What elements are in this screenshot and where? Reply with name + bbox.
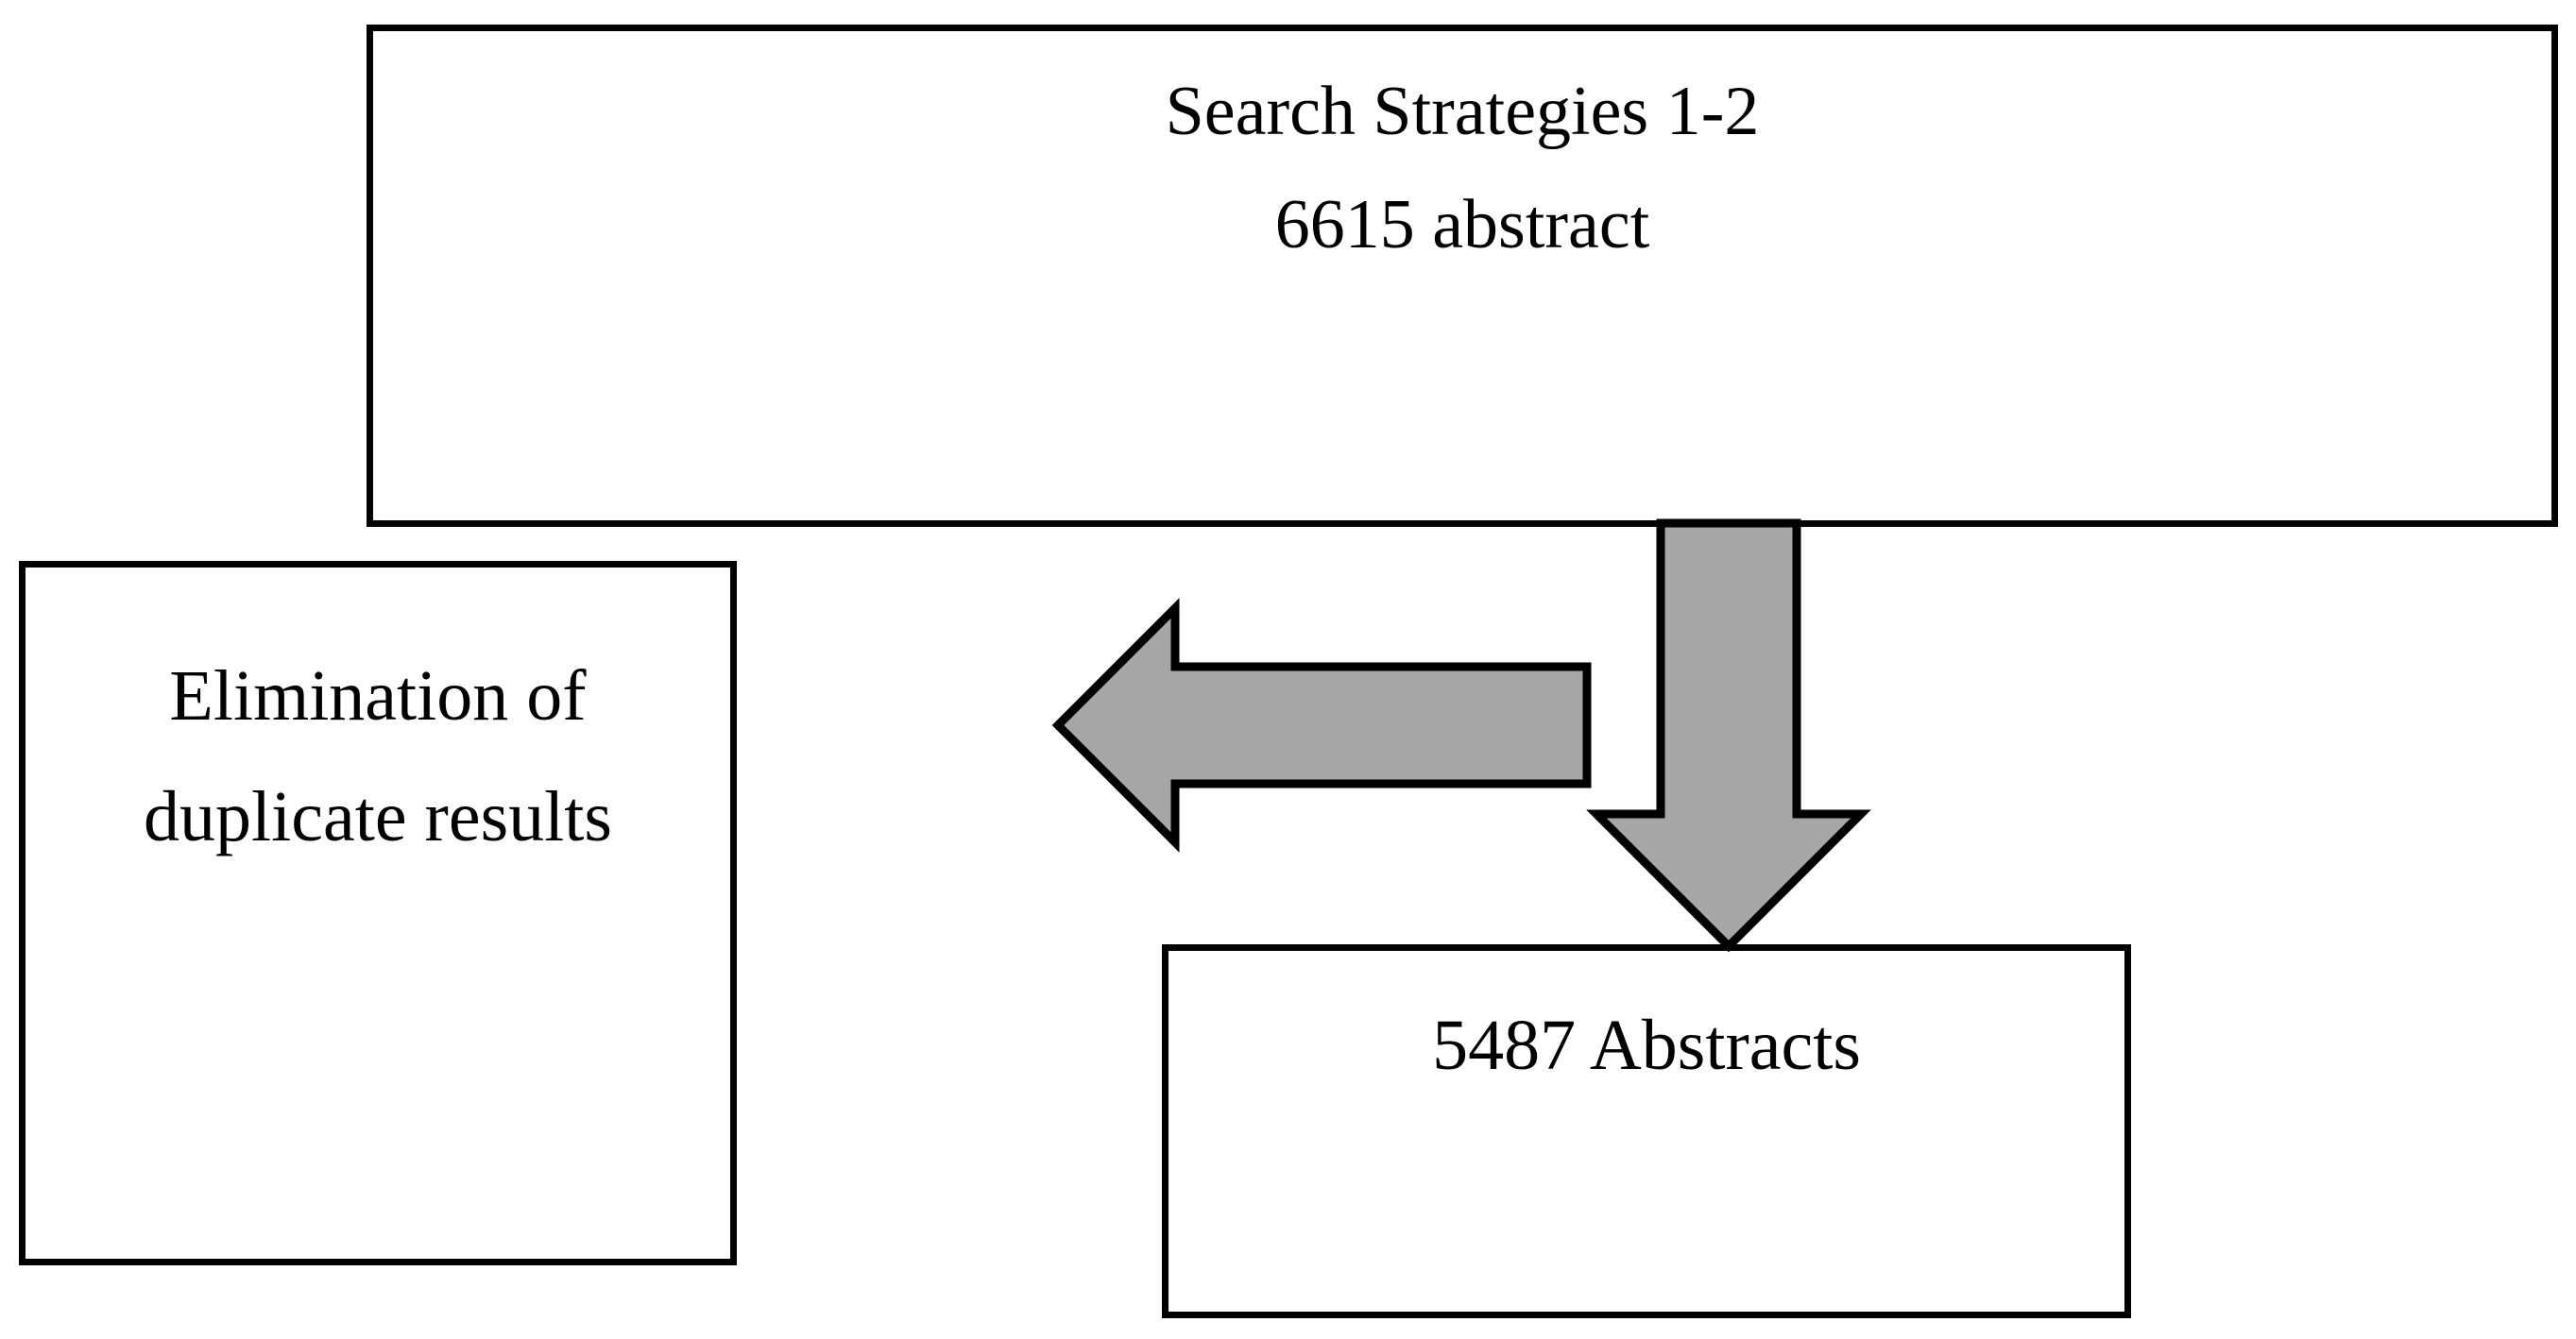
box-search-strategies-line-2: 6615 abstract	[1274, 186, 1650, 263]
box-elimination-duplicates: Elimination of duplicate results	[19, 561, 737, 1265]
left-arrow-shape	[1051, 598, 1592, 853]
box-abstracts-line-1: 5487 Abstracts	[1432, 1006, 1861, 1085]
box-elimination-line-1: Elimination of	[169, 656, 587, 736]
down-arrow-icon	[1586, 518, 1871, 953]
down-arrow-shape	[1586, 518, 1871, 953]
box-abstracts-count: 5487 Abstracts	[1162, 944, 2131, 1318]
box-elimination-line-2: duplicate results	[144, 777, 612, 856]
left-arrow-icon	[1051, 598, 1592, 853]
box-search-strategies-line-1: Search Strategies 1-2	[1165, 73, 1760, 150]
box-search-strategies: Search Strategies 1-2 6615 abstract	[367, 25, 2558, 527]
